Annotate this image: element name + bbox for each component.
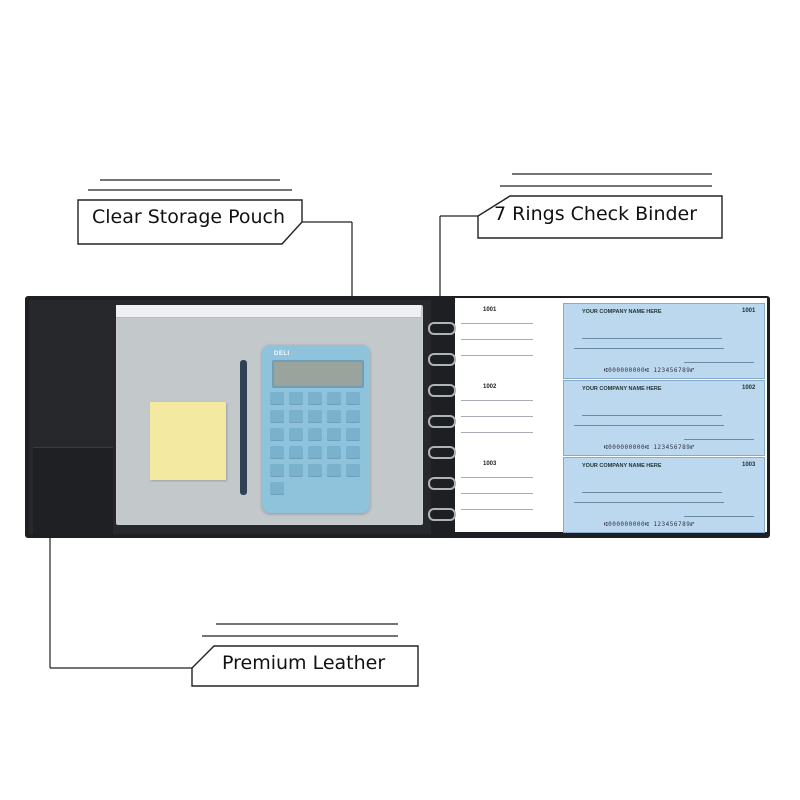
check: YOUR COMPANY NAME HERE 1003 ⑆000000000⑆ … <box>563 457 765 533</box>
check: YOUR COMPANY NAME HERE 1002 ⑆000000000⑆ … <box>563 380 765 456</box>
payee-line <box>582 338 722 339</box>
binder-ring <box>428 446 456 459</box>
check-stub: 1003 <box>457 457 557 529</box>
calculator-keypad <box>270 392 364 495</box>
calculator-key <box>289 410 303 423</box>
calculator-key <box>289 428 303 441</box>
signature-line <box>684 362 754 363</box>
check-number: 1001 <box>742 308 756 314</box>
calculator-key <box>270 410 284 423</box>
stub-number: 1001 <box>483 307 497 313</box>
inner-pocket <box>33 447 113 534</box>
check-company: YOUR COMPANY NAME HERE <box>582 386 662 392</box>
calculator-key <box>270 482 284 495</box>
check-stub: 1001 <box>457 303 557 375</box>
calculator-key <box>289 392 303 405</box>
calculator-key <box>327 446 341 459</box>
calculator-key <box>308 464 322 477</box>
amount-line <box>574 425 724 426</box>
check-company: YOUR COMPANY NAME HERE <box>582 309 662 315</box>
binder-ring <box>428 477 456 490</box>
calculator-brand: DELI <box>274 351 290 357</box>
calculator-key <box>289 446 303 459</box>
binder-ring <box>428 508 456 521</box>
calculator-key <box>327 392 341 405</box>
rings-callout-label: 7 Rings Check Binder <box>494 203 698 225</box>
calculator-key <box>270 446 284 459</box>
payee-line <box>582 492 722 493</box>
micr-line: ⑆000000000⑆ 123456789⑈ <box>604 367 695 374</box>
stub-line <box>461 355 533 356</box>
calculator-key <box>346 428 360 441</box>
binder-ring <box>428 353 456 366</box>
stub-line <box>461 477 533 478</box>
pouch-callout-label: Clear Storage Pouch <box>92 206 286 228</box>
calculator-key <box>270 392 284 405</box>
calculator-key <box>346 446 360 459</box>
check-stub: 1002 <box>457 380 557 452</box>
stub-line <box>461 509 533 510</box>
calculator-key <box>308 410 322 423</box>
calculator-screen <box>272 360 364 388</box>
calculator-key <box>346 392 360 405</box>
payee-line <box>582 415 722 416</box>
check: YOUR COMPANY NAME HERE 1001 ⑆000000000⑆ … <box>563 303 765 379</box>
stub-line <box>461 339 533 340</box>
calculator-key <box>270 464 284 477</box>
stub-line <box>461 323 533 324</box>
stub-line <box>461 432 533 433</box>
signature-line <box>684 516 754 517</box>
binder-ring <box>428 384 456 397</box>
sticky-note <box>150 402 226 480</box>
stub-number: 1002 <box>483 384 497 390</box>
micr-line: ⑆000000000⑆ 123456789⑈ <box>604 521 695 528</box>
calculator-key <box>270 428 284 441</box>
stub-line <box>461 493 533 494</box>
calculator-key <box>308 392 322 405</box>
rings-callout-frame <box>439 173 723 300</box>
signature-line <box>684 439 754 440</box>
amount-line <box>574 502 724 503</box>
calculator-key <box>327 410 341 423</box>
calculator-key <box>308 428 322 441</box>
binder-ring <box>428 322 456 335</box>
check-number: 1003 <box>742 462 756 468</box>
calculator-key <box>346 410 360 423</box>
pouch-callout-frame <box>77 179 353 306</box>
binder-ring <box>428 415 456 428</box>
check-number: 1002 <box>742 385 756 391</box>
stub-line <box>461 416 533 417</box>
leather-callout-label: Premium Leather <box>222 652 386 674</box>
calculator-key <box>327 428 341 441</box>
pen <box>240 360 247 495</box>
stub-number: 1003 <box>483 461 497 467</box>
check-company: YOUR COMPANY NAME HERE <box>582 463 662 469</box>
calculator-key <box>289 464 303 477</box>
amount-line <box>574 348 724 349</box>
calculator-key <box>308 446 322 459</box>
pouch-zipper <box>116 305 421 318</box>
calculator-key <box>327 464 341 477</box>
stub-line <box>461 400 533 401</box>
calculator-key <box>346 464 360 477</box>
micr-line: ⑆000000000⑆ 123456789⑈ <box>604 444 695 451</box>
